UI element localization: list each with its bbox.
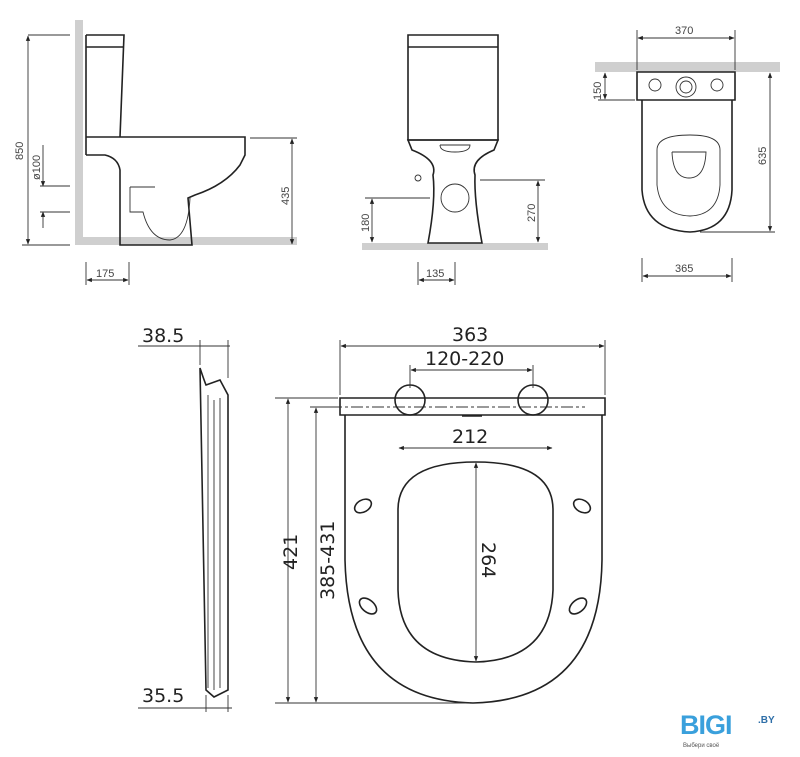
- bowl: [86, 136, 246, 246]
- bowl: [406, 139, 500, 244]
- tank: [636, 71, 736, 101]
- trap: [129, 186, 191, 241]
- logo-tagline: Выбери своё: [683, 743, 720, 749]
- dim-370: 370: [675, 25, 693, 37]
- seat-opening: [397, 461, 554, 663]
- dim-421: 421: [280, 534, 302, 570]
- dim-150: 150: [592, 82, 604, 100]
- logo-domain: .BY: [758, 715, 775, 726]
- floor: [362, 243, 548, 250]
- tank: [85, 34, 125, 155]
- dim-175: 175: [96, 268, 114, 280]
- logo-brand: BIGI: [680, 710, 733, 740]
- seat-outline: [344, 415, 603, 704]
- top-view: 370 150 635 365: [592, 25, 780, 282]
- seat-side-view: 38.5 35.5: [138, 325, 232, 712]
- dim-diameter-100: ø100: [31, 155, 43, 180]
- dim-212: 212: [452, 426, 488, 448]
- dim-270: 270: [526, 204, 538, 222]
- dim-264: 264: [477, 542, 499, 578]
- hinge-bar: [339, 397, 606, 416]
- dim-385-431: 385-431: [317, 521, 339, 600]
- bigi-logo[interactable]: BIGI .BY Выбери своё: [680, 712, 795, 754]
- dim-35-5: 35.5: [142, 685, 184, 707]
- wall: [75, 20, 83, 245]
- front-view: 180 270 135: [360, 34, 548, 285]
- hinge-left: [394, 384, 426, 416]
- bowl: [641, 100, 733, 233]
- dim-180: 180: [360, 214, 372, 232]
- dim-635: 635: [757, 147, 769, 165]
- wall: [595, 62, 780, 72]
- side-view: 850 ø100 435 175: [14, 20, 297, 285]
- floor: [75, 237, 297, 245]
- dim-363: 363: [452, 324, 488, 346]
- seat-front-view: 363 120-220 212 264 385-431 421: [275, 324, 606, 704]
- dim-135: 135: [426, 268, 444, 280]
- tank: [407, 34, 499, 141]
- dim-120-220: 120-220: [425, 348, 504, 370]
- dim-365: 365: [675, 263, 693, 275]
- dim-850: 850: [14, 142, 26, 160]
- dim-435: 435: [280, 187, 292, 205]
- dim-38-5: 38.5: [142, 325, 184, 347]
- hinge-right: [517, 384, 549, 416]
- seat-profile: [199, 367, 229, 698]
